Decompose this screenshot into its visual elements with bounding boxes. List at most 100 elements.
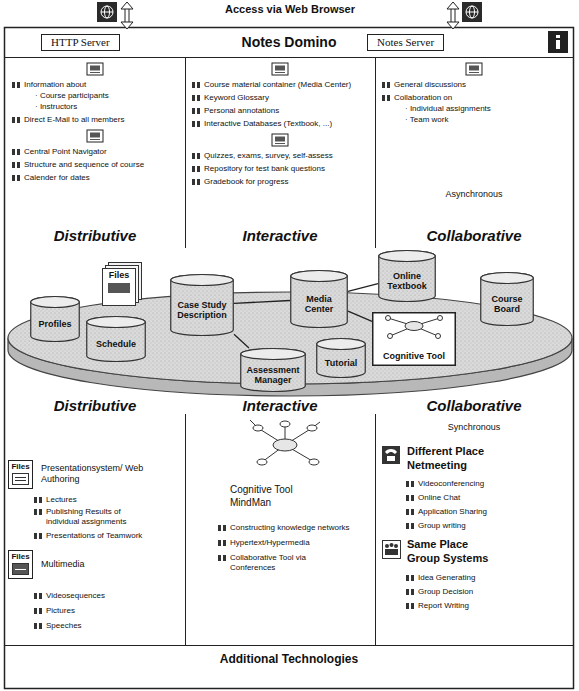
- mode-label: Asynchronous: [375, 189, 573, 200]
- person-head: [385, 544, 389, 548]
- list-item: Report Writing: [403, 601, 568, 611]
- list-item: General discussions: [379, 80, 569, 90]
- list-item: Constructing knowledge networks: [215, 523, 371, 533]
- bullet-mark: [382, 82, 390, 88]
- page-glyph: [108, 283, 130, 293]
- bullet-mark: [382, 95, 390, 101]
- list-item: Course material container (Media Center): [189, 80, 371, 90]
- band-title: Additional Technologies: [5, 652, 573, 667]
- group-title: Cognitive Tool MindMan: [230, 483, 320, 509]
- database-cylinder: Case Study Description: [170, 274, 234, 336]
- globe: [101, 6, 113, 18]
- bullet-mark: [12, 162, 20, 168]
- bullet-mark: [34, 593, 42, 599]
- bullet-mark: [12, 149, 20, 155]
- arrow-shaft: [125, 9, 126, 22]
- globe: [466, 12, 478, 13]
- list-item: · Individual assignments: [379, 104, 569, 114]
- group-icon: [383, 541, 401, 559]
- icon-frame: [9, 551, 33, 579]
- bullet-mark: [192, 95, 200, 101]
- cylinder-top: [317, 339, 366, 350]
- column-heading: Collaborative: [375, 397, 573, 415]
- shape-label: Assessment Manager: [240, 365, 306, 385]
- cylinder-top: [291, 271, 348, 282]
- icon-label: Files: [8, 462, 33, 471]
- cylinder-body: [31, 297, 80, 342]
- mindmap-leaf: [386, 316, 391, 321]
- arrow-shaft: [451, 9, 452, 22]
- bullet-mark: [34, 623, 42, 629]
- mindmap-picture: [250, 420, 320, 465]
- mindmap-leaf: [253, 425, 263, 431]
- bullet-mark: [192, 153, 200, 159]
- globe: [101, 12, 113, 13]
- footer-band: Additional Technologies: [5, 646, 573, 688]
- bullet-mark: [192, 108, 200, 114]
- mindmap-leaf: [280, 421, 290, 427]
- column-heading: Distributive: [5, 227, 185, 245]
- list-item: Videoconferencing: [403, 479, 568, 489]
- cylinder-top: [241, 349, 306, 360]
- group-title: Multimedia: [41, 559, 161, 570]
- notes-logo: [548, 31, 568, 53]
- access-label: Access via Web Browser: [190, 3, 390, 16]
- bullet-mark: [34, 533, 42, 539]
- footer-rule: [4, 645, 574, 646]
- list-item: Repository for test bank questions: [189, 164, 371, 174]
- cylinder-body: [87, 317, 146, 362]
- bullet-mark: [406, 603, 414, 609]
- cylinder-body: [379, 251, 436, 302]
- database-cylinder: Tutorial: [316, 338, 366, 378]
- column-divider: [375, 414, 376, 645]
- list-icon-art: [271, 133, 289, 147]
- list-item: Presentations of Teamwork: [31, 531, 181, 541]
- bullet-mark: [12, 117, 20, 123]
- mindmap-leaf: [388, 334, 393, 339]
- bullet-mark: [192, 166, 200, 172]
- front-page: [103, 269, 136, 306]
- cylinder-body: [481, 273, 534, 326]
- list-icon-use: [466, 63, 482, 75]
- arrow-head: [447, 22, 459, 29]
- bullet-mark: [192, 82, 200, 88]
- bullet-mark: [406, 575, 414, 581]
- logo-mark: [556, 35, 560, 38]
- bullet-mark: [406, 495, 414, 501]
- icon-ground: [462, 2, 482, 22]
- icon-line: [15, 477, 26, 478]
- column-heading: Interactive: [185, 227, 375, 245]
- item-list: General discussionsCollaboration on· Ind…: [375, 57, 573, 125]
- icon-page: [13, 474, 29, 485]
- icon-frame: [383, 541, 401, 559]
- bullet-mark: [218, 525, 226, 531]
- list-item: Structure and sequence of course: [9, 160, 181, 170]
- server-label: HTTP Server: [51, 36, 110, 49]
- icon-label: Files: [8, 552, 33, 561]
- list-item: Keyword Glossary: [189, 93, 371, 103]
- icon-frame: [9, 461, 33, 489]
- list-item: Direct E-Mail to all members: [9, 115, 181, 125]
- feature-column: InteractiveCognitive Tool MindManConstru…: [185, 395, 375, 645]
- feature-column: CollaborativeSynchronousDifferent PlaceN…: [375, 395, 573, 645]
- mindmap-center: [405, 322, 423, 331]
- cylinder-top: [171, 275, 234, 286]
- bullet-mark: [406, 481, 414, 487]
- logo-ground: [548, 31, 568, 53]
- list-item: Interactive Databases (Textbook, ...): [189, 119, 371, 129]
- icon-page: [13, 564, 29, 575]
- cylinder-body: [241, 349, 306, 392]
- group-title: Presentationsystem/ Web Authoring: [41, 463, 161, 485]
- group-title: Group Systems: [407, 552, 567, 565]
- server-box: HTTP Server: [41, 34, 120, 51]
- double-arrow: [121, 2, 133, 29]
- arrow-head: [121, 22, 133, 29]
- list-item: Videosequences: [31, 591, 181, 601]
- shape-label: Course Board: [480, 294, 534, 314]
- bullet-mark: [34, 509, 42, 515]
- bullet-mark: [34, 608, 42, 614]
- list-item: Idea Generating: [403, 573, 568, 583]
- mindmap-leaf: [436, 334, 441, 339]
- server-label: Notes Server: [377, 36, 434, 49]
- list-item: Personal annotations: [189, 106, 371, 116]
